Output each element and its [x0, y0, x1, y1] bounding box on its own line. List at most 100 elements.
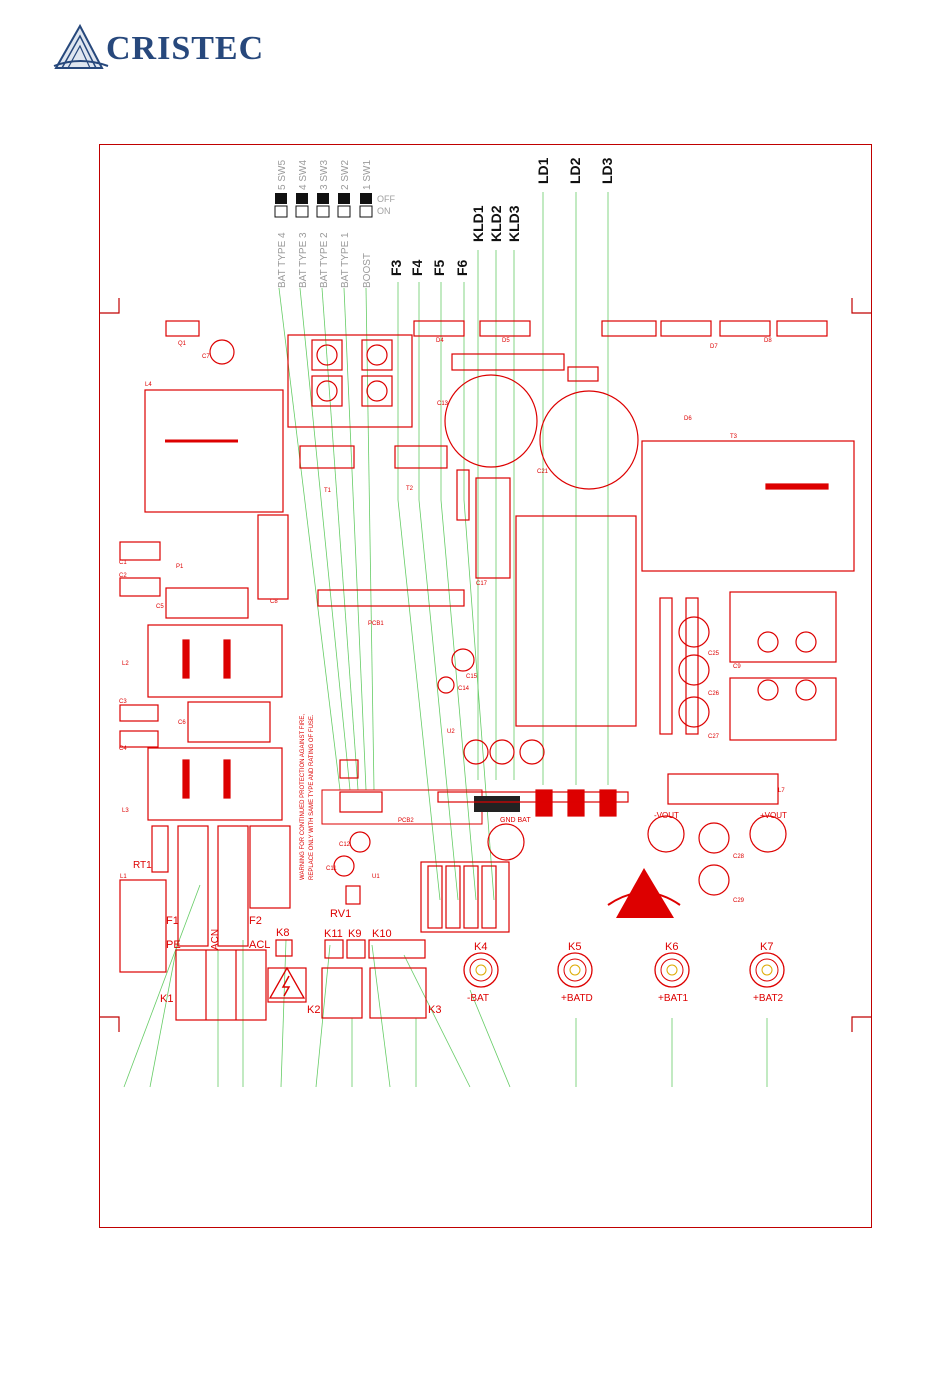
connector-k3-label: K3 — [428, 1004, 441, 1016]
dip-switch-function-label: BAT TYPE 3 — [298, 232, 309, 288]
part-d8: D8 — [764, 338, 772, 344]
dip-switch-id-label: 3 SW3 — [319, 160, 330, 190]
part-c13: C13 — [437, 401, 449, 407]
part-l3: L3 — [122, 808, 129, 814]
dip-switch-sw5-off — [275, 193, 287, 204]
part-p1: P1 — [176, 564, 184, 570]
part-c21: C21 — [537, 469, 549, 475]
board-outline — [99, 144, 872, 1228]
thermistor-label: RT1 — [133, 860, 152, 871]
part-c6: C6 — [178, 720, 186, 726]
dip-switch-id-label: 1 SW1 — [362, 160, 373, 190]
switch-off-label: OFF — [377, 194, 395, 204]
high-voltage-icon — [268, 966, 306, 999]
connector-k9-label: K9 — [348, 928, 361, 940]
part-u2: U2 — [447, 729, 455, 735]
part-c9: C9 — [733, 664, 741, 670]
dip-switch-sw1-on — [359, 205, 373, 218]
part-pcb2: PCB2 — [398, 818, 414, 824]
dip-switch-id-label: 5 SW5 — [277, 160, 288, 190]
connector-k8-label: K8 — [276, 927, 289, 939]
gnd-bat-label: GND BAT — [500, 817, 531, 824]
connector-k2-label: K2 — [307, 1004, 320, 1016]
part-c5: C5 — [156, 604, 164, 610]
fuse-label-f4: F4 — [409, 259, 425, 276]
kld-label-3: KLD3 — [506, 205, 522, 242]
terminal-post-label: +BAT2 — [753, 993, 784, 1004]
dip-switch-function-label: BOOST — [362, 253, 373, 288]
part-c27: C27 — [708, 734, 720, 740]
part-c17: C17 — [476, 581, 488, 587]
terminal-post-label: -BAT — [467, 993, 489, 1004]
connector-k1-label: K1 — [160, 993, 173, 1005]
dip-switch-id-label: 4 SW4 — [298, 160, 309, 190]
kld-label-1: KLD1 — [470, 205, 486, 242]
part-c15: C15 — [466, 674, 478, 680]
terminal-post-k7: K7 +BAT2 — [749, 941, 785, 1004]
terminal-post-k4: K4 -BAT — [463, 941, 499, 1004]
cristec-logo-mark — [53, 23, 109, 69]
part-d7: D7 — [710, 344, 718, 350]
dip-switch-sw1-off — [360, 193, 372, 204]
part-t3: T3 — [730, 434, 738, 440]
switch-on-label: ON — [377, 206, 391, 216]
terminal-post-k6: K6+BAT1 — [654, 941, 690, 1004]
part-c12: C12 — [339, 842, 351, 848]
dip-switch-sw5-on — [274, 205, 288, 218]
connector-k10-label: K10 — [372, 928, 392, 940]
terminal-acl-label: ACL — [249, 939, 270, 951]
part-c8: C8 — [270, 599, 278, 605]
fuse-label-f5: F5 — [431, 259, 447, 276]
vout-minus-label: -VOUT — [654, 811, 679, 820]
fuse-warning-line-2: REPLACE ONLY WITH SAME TYPE AND RATING O… — [309, 714, 315, 880]
part-pcb1: PCB1 — [368, 621, 384, 627]
fuse-f1-label: F1 — [166, 915, 179, 927]
terminal-post-id: K7 — [760, 941, 773, 953]
part-d5: D5 — [502, 338, 510, 344]
part-c1: C1 — [119, 560, 127, 566]
varistor-label: RV1 — [330, 908, 351, 920]
led-labels: LD1 LD2 LD3 — [535, 157, 615, 184]
part-c14: C14 — [458, 686, 470, 692]
terminal-post-label: +BATD — [561, 993, 593, 1004]
kld-labels: KLD1 KLD2 KLD3 — [470, 205, 522, 242]
terminal-pe-label: PE — [166, 939, 181, 951]
dip-switch-function-label: BAT TYPE 1 — [340, 232, 351, 288]
dip-switch-sw4-off — [296, 193, 308, 204]
part-c26: C26 — [708, 691, 720, 697]
part-c3: C3 — [119, 699, 127, 705]
dip-switch-function-label: BAT TYPE 2 — [319, 232, 330, 288]
connector-k11-label: K11 — [324, 928, 343, 940]
terminal-post-id: K5 — [568, 941, 581, 953]
part-t1: T1 — [324, 488, 332, 494]
part-c25: C25 — [708, 651, 720, 657]
dip-switch-sw2-on — [337, 205, 351, 218]
board-labels: L4 Q1 C7 C13 C21 D4 D5 D8 D7 D6 C1 C2 P1… — [119, 338, 787, 1016]
part-c28: C28 — [733, 854, 745, 860]
terminal-acn-label: ACN — [210, 929, 221, 950]
fuse-label-f3: F3 — [388, 259, 404, 276]
battery-terminal-posts: K4 -BAT K5 +BATD K6+BAT1 K7 +BAT2 — [463, 941, 785, 1004]
dip-switch-function-label: BAT TYPE 4 — [277, 232, 288, 288]
part-q1: Q1 — [178, 341, 187, 347]
part-c29: C29 — [733, 898, 745, 904]
part-l1: L1 — [120, 874, 127, 880]
terminal-post-k5: K5 +BATD — [557, 941, 593, 1004]
part-t2: T2 — [406, 486, 414, 492]
part-d4: D4 — [436, 338, 444, 344]
crop-marks — [99, 298, 872, 1032]
vout-plus-label: +VOUT — [760, 811, 787, 820]
part-l2: L2 — [122, 661, 129, 667]
part-l7: L7 — [778, 788, 785, 794]
part-c11: C11 — [326, 866, 337, 872]
led-label-1: LD1 — [535, 157, 551, 184]
part-c2: C2 — [119, 573, 127, 579]
board-logo-mark — [607, 868, 681, 918]
dip-switch-sw2-off — [338, 193, 350, 204]
terminal-post-id: K4 — [474, 941, 487, 953]
fuse-f2-label: F2 — [249, 915, 262, 927]
fuse-labels: F3 F4 F5 F6 — [388, 259, 470, 276]
terminal-post-label: +BAT1 — [658, 993, 689, 1004]
